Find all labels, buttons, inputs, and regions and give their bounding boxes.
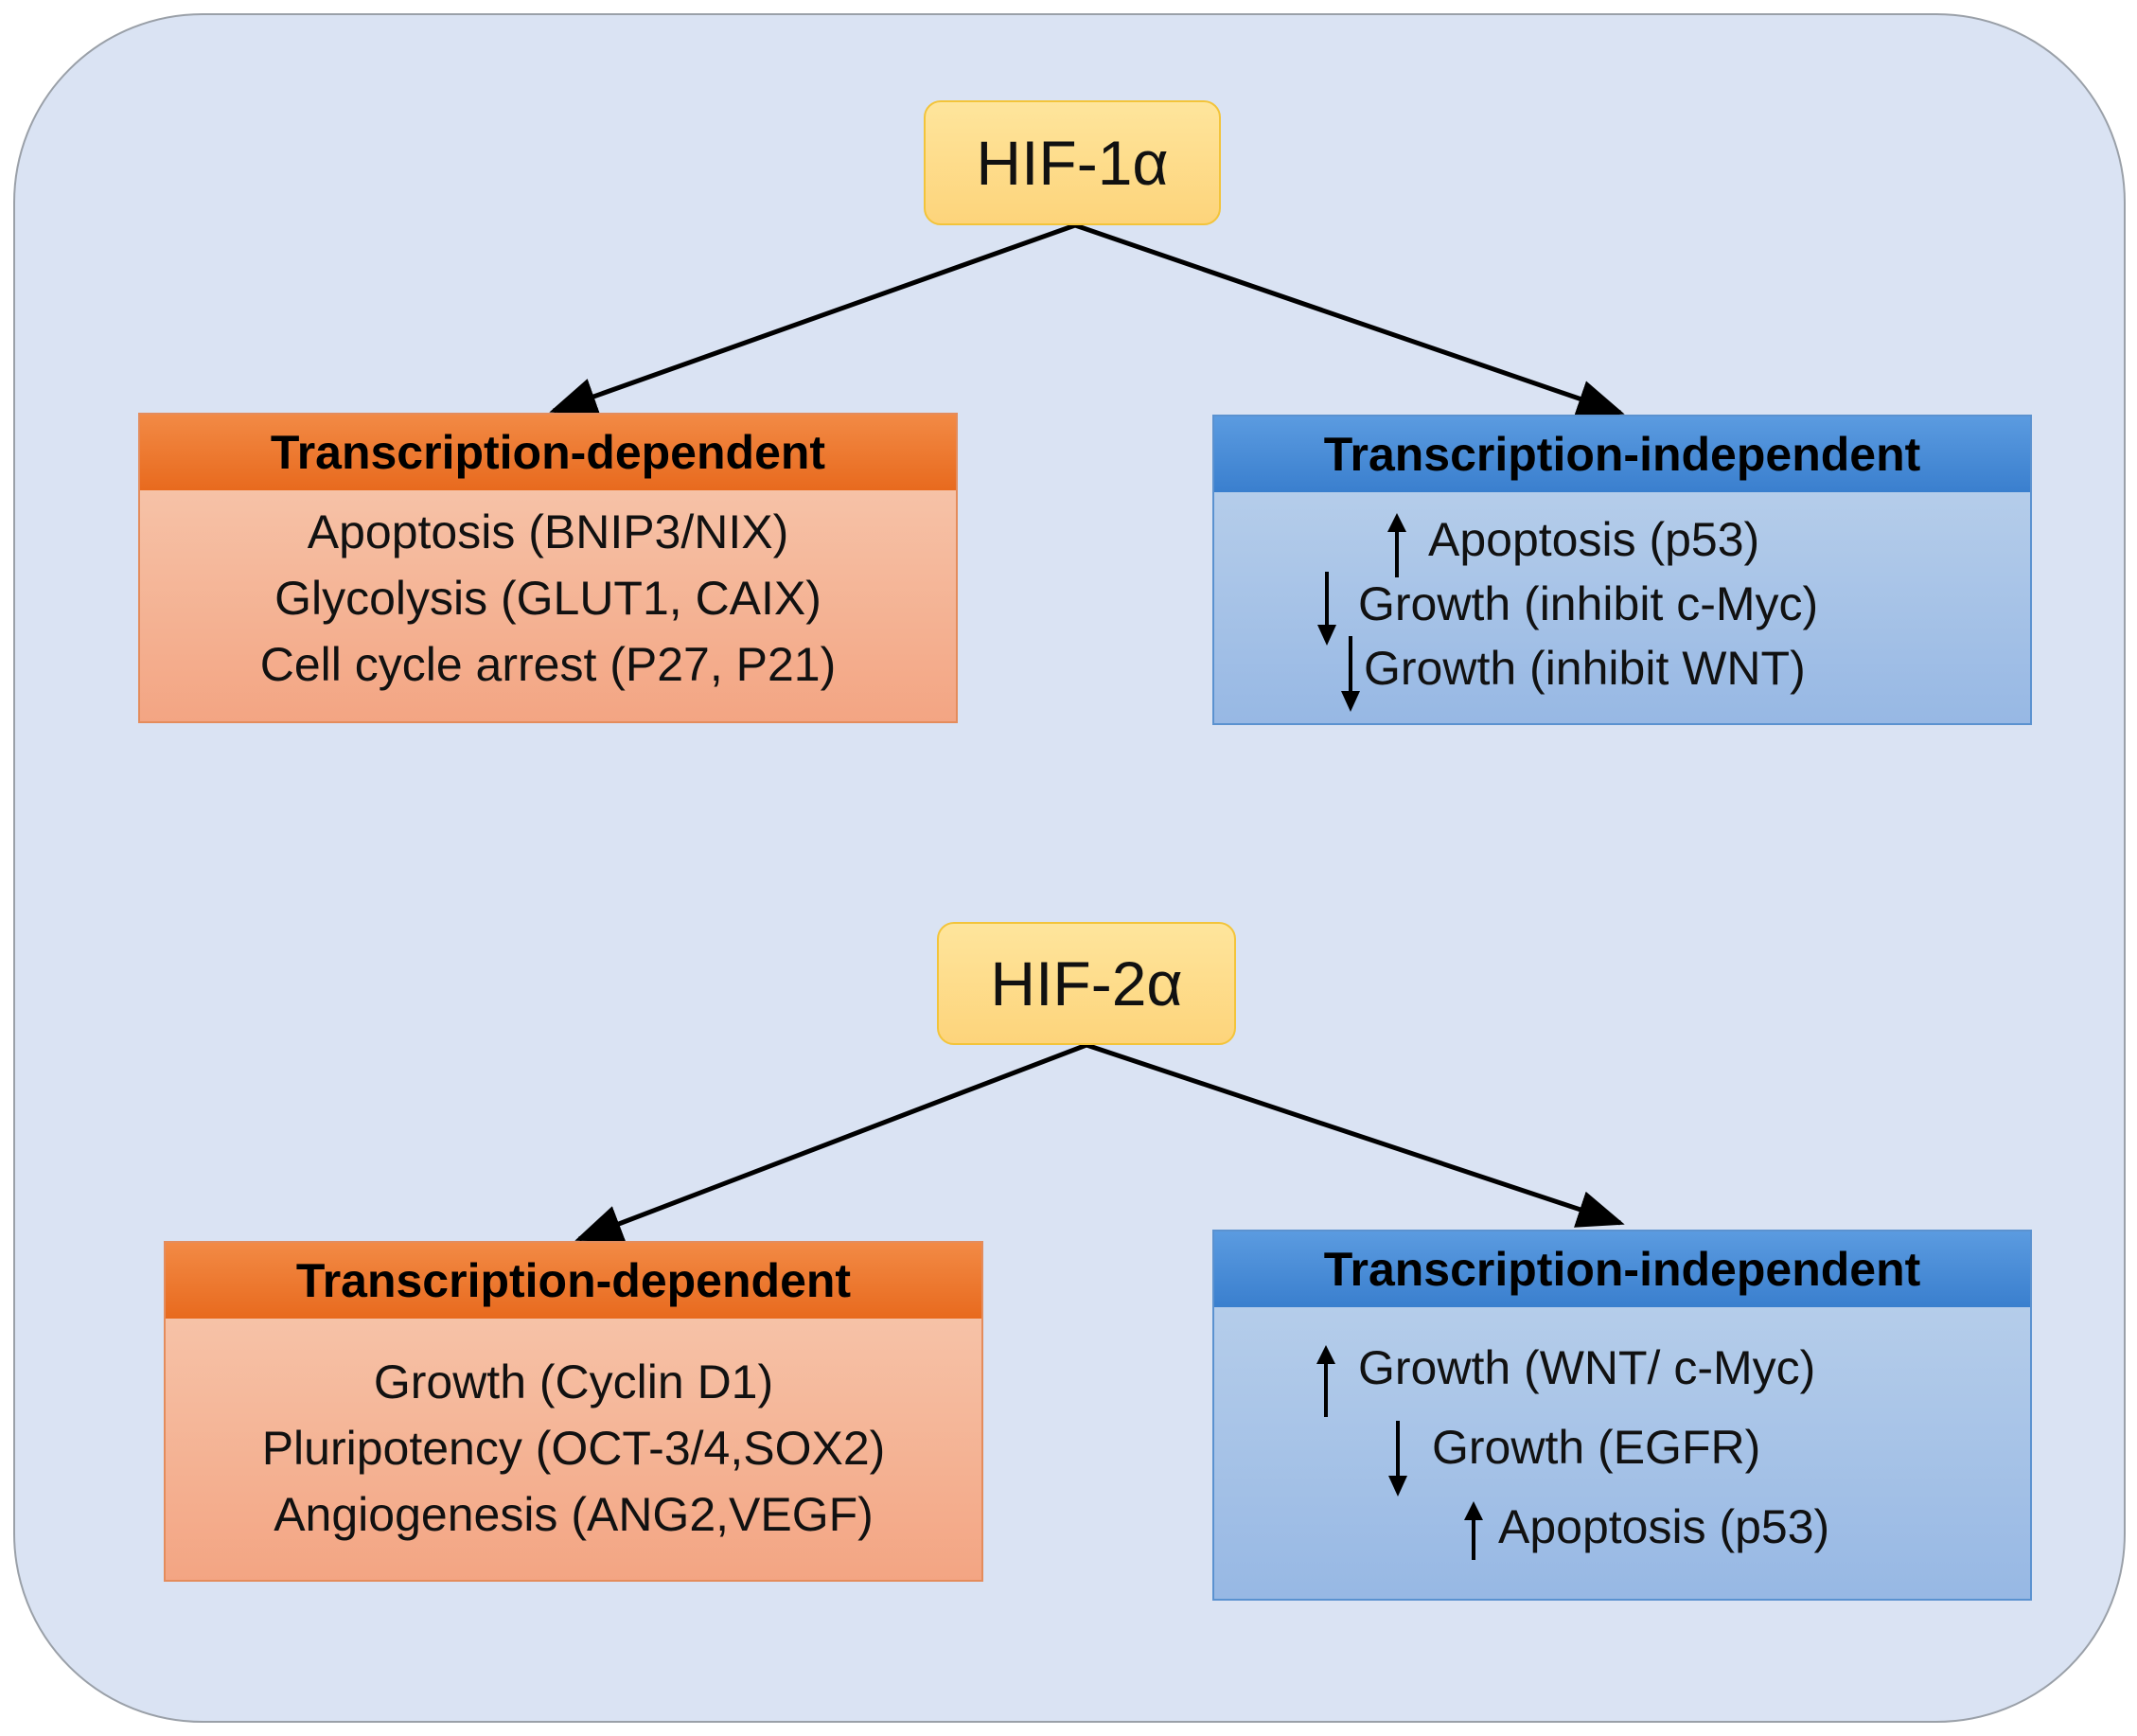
- hif2-independent-header: Transcription-independent: [1214, 1231, 2030, 1309]
- hif2-dependent-body: Growth (Cyclin D1) Pluripotency (OCT-3/4…: [166, 1319, 981, 1580]
- hif1-independent-item: Growth (inhibit c-Myc): [1358, 577, 1819, 630]
- hif1-independent-item: Growth (inhibit WNT): [1364, 642, 1806, 695]
- hif2-independent-item: Growth (EGFR): [1432, 1421, 1761, 1474]
- hif1-dependent-header: Transcription-dependent: [140, 415, 956, 492]
- hif1-dependent-item: Glycolysis (GLUT1, CAIX): [274, 572, 821, 625]
- hif2-dependent-box: Transcription-dependent Growth (Cyclin D…: [164, 1241, 983, 1582]
- arrow-hif2-to-dependent: [574, 1042, 1087, 1242]
- down-arrow-icon: [1388, 1421, 1407, 1497]
- down-arrow-icon: [1317, 572, 1336, 646]
- hif2-dependent-item: Angiogenesis (ANG2,VEGF): [274, 1488, 874, 1541]
- down-arrow-icon: [1341, 636, 1360, 712]
- arrow-hif2-to-independent: [1086, 1042, 1625, 1228]
- arrow-hif1-to-dependent: [549, 222, 1076, 415]
- hif1-independent-box: Transcription-independent Apoptosis (p53…: [1212, 415, 2032, 725]
- up-arrow-icon: [1464, 1501, 1483, 1560]
- arrow-hif1-to-independent: [1074, 222, 1625, 417]
- hif2-independent-item: Apoptosis (p53): [1498, 1500, 1830, 1553]
- up-arrow-icon: [1316, 1345, 1335, 1417]
- hif1-alpha-node: HIF-1α: [924, 100, 1221, 225]
- hif2-dependent-header: Transcription-dependent: [166, 1243, 981, 1320]
- hif2-alpha-node: HIF-2α: [937, 922, 1236, 1045]
- hif1-dependent-item: Apoptosis (BNIP3/NIX): [307, 505, 789, 558]
- hif1-dependent-item: Cell cycle arrest (P27, P21): [259, 638, 837, 691]
- hif2-independent-box: Transcription-independent Growth (WNT/ c…: [1212, 1230, 2032, 1601]
- hif1-independent-header: Transcription-independent: [1214, 416, 2030, 494]
- hif2-independent-item: Growth (WNT/ c-Myc): [1358, 1341, 1816, 1394]
- hif1-dependent-box: Transcription-dependent Apoptosis (BNIP3…: [138, 413, 958, 723]
- hif1-independent-body: Apoptosis (p53) Growth (inhibit c-Myc) G…: [1214, 492, 2030, 723]
- hif1-alpha-label: HIF-1α: [976, 128, 1169, 198]
- hif2-independent-body: Growth (WNT/ c-Myc) Growth (EGFR) Apopto…: [1214, 1307, 2030, 1599]
- hif2-dependent-item: Pluripotency (OCT-3/4,SOX2): [261, 1422, 886, 1475]
- up-arrow-icon: [1387, 513, 1406, 577]
- hif1-dependent-body: Apoptosis (BNIP3/NIX) Glycolysis (GLUT1,…: [140, 490, 956, 721]
- hif2-alpha-label: HIF-2α: [990, 948, 1183, 1019]
- hif2-dependent-item: Growth (Cyclin D1): [373, 1355, 774, 1408]
- hif1-independent-item: Apoptosis (p53): [1428, 513, 1760, 566]
